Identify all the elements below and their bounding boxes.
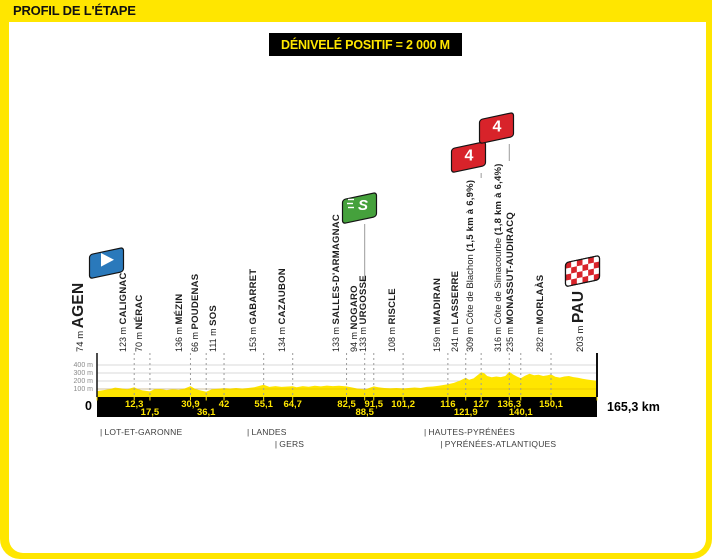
distance-tick [447, 397, 449, 401]
distance-label: 55,1 [254, 398, 273, 410]
distance-label: 91,5 [364, 398, 384, 410]
cat4-flag-icon: 4 [478, 110, 516, 151]
waypoint-label-text: 134 m CAZAUBON [276, 268, 288, 352]
distance-tick [508, 397, 510, 401]
waypoint-label-text: 74 m AGEN [70, 282, 87, 352]
department-label-lot-et-garonne: |LOT-ET-GARONNE [100, 427, 183, 437]
waypoint-label-text: 316 m Côte de Simacourbe (1,8 km à 6,4%) [493, 163, 505, 352]
distance-tick [223, 397, 225, 401]
waypoint-label-text: 70 m NÉRAC [133, 294, 145, 352]
axis-total-distance-label: 165,3 km [607, 400, 660, 414]
cat4-flag-icon: 4 [450, 139, 488, 180]
y-axis-tick-label: 400 m [73, 361, 93, 369]
waypoint-label-text: 282 m MORLAÀS [535, 274, 547, 352]
start-flag-icon [88, 245, 126, 286]
svg-text:4: 4 [493, 119, 502, 136]
y-axis-tick-label: 200 m [73, 377, 93, 385]
distance-label: 42 [218, 398, 230, 410]
distance-label: 64,7 [283, 398, 302, 410]
waypoint-label-text: 111 m SOS [208, 305, 220, 352]
distance-label: 121,9 [453, 406, 478, 418]
distance-label: 88,5 [355, 406, 374, 418]
y-axis-tick-label: 300 m [73, 369, 93, 377]
sprint-flag-icon: S [341, 190, 379, 231]
distance-label: 82,5 [337, 398, 356, 410]
waypoint-label-text: 136 m MÉZIN [174, 293, 186, 352]
distance-label: 140,1 [508, 406, 533, 418]
finish-flag-icon [564, 253, 602, 294]
department-label-gers: |GERS [274, 439, 305, 449]
waypoint-label-text: 66 m POUDENAS [190, 273, 202, 352]
elevation-gain-badge: DÉNIVELÉ POSITIF = 2 000 M [269, 33, 462, 56]
distance-tick [520, 397, 522, 401]
waypoint-label-text: 235 m MONASSUT-AUDIRACQ [504, 212, 516, 352]
distance-tick [480, 397, 482, 401]
department-label-landes: |LANDES [247, 427, 287, 437]
distance-tick [550, 397, 552, 401]
axis-origin-label: 0 [85, 399, 92, 413]
y-axis-tick-label: 100 m [73, 385, 93, 393]
distance-tick [263, 397, 265, 401]
distance-tick [133, 397, 135, 401]
distance-label: 17,5 [140, 406, 160, 418]
waypoint-label-text: 203 m PAU [570, 290, 587, 352]
waypoint-label-text: 159 m MADIRAN [431, 277, 443, 352]
distance-tick [205, 397, 207, 401]
distance-label: 116 [440, 398, 456, 410]
distance-tick [149, 397, 151, 401]
distance-label: 101,2 [391, 398, 415, 410]
distance-label: 12,3 [124, 398, 144, 410]
svg-text:4: 4 [465, 148, 474, 165]
distance-label: 127 [473, 398, 490, 410]
distance-label: 36,1 [196, 406, 216, 418]
distance-tick [292, 397, 294, 401]
distance-label: 150,1 [539, 398, 563, 410]
distance-tick [189, 397, 191, 401]
distance-tick [364, 397, 366, 401]
distance-tick [373, 397, 375, 401]
waypoint-label-text: 153 m GABARRET [247, 268, 259, 352]
department-label-pyr-n-es-atlantiques: |PYRÉNÉES-ATLANTIQUES [440, 439, 557, 449]
svg-text:S: S [358, 197, 368, 214]
waypoint-label-text: 309 m Côte de Blachon (1,5 km à 6,9%) [465, 179, 477, 352]
distance-label: 136,3 [497, 398, 522, 410]
distance-tick [465, 397, 467, 401]
waypoint-label-text: 133 m SALLES-D'ARMAGNAC [330, 214, 342, 352]
distance-tick [96, 397, 98, 401]
department-label-hautes-pyr-n-es: |HAUTES-PYRÉNÉES [423, 427, 515, 437]
distance-bar [97, 397, 597, 417]
distance-tick [402, 397, 404, 401]
profile-area [97, 371, 597, 397]
distance-tick [346, 397, 348, 401]
elevation-gain-text: DÉNIVELÉ POSITIF = 2 000 M [281, 37, 450, 52]
page-title: PROFIL DE L'ÉTAPE [13, 3, 136, 18]
distance-tick [596, 397, 598, 401]
waypoint-label-text: 108 m RISCLE [387, 288, 399, 352]
waypoint-label-text: 241 m LASSERRE [449, 270, 461, 352]
distance-label: 30,9 [181, 398, 200, 410]
content-panel [9, 22, 706, 553]
waypoint-label-text: 133 m URGOSSE [357, 275, 369, 352]
